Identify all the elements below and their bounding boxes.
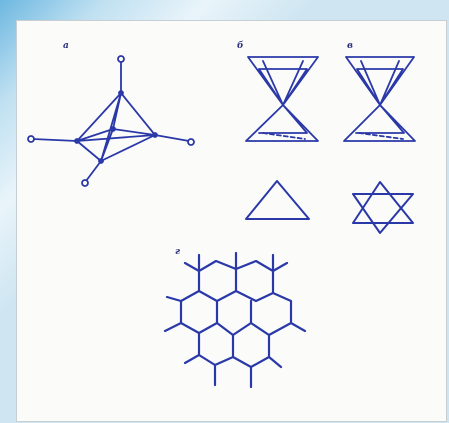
figure-svg: a б в г bbox=[27, 40, 416, 389]
star-projection bbox=[352, 181, 414, 234]
triangle-projection bbox=[245, 180, 310, 220]
hourglass-diagram-b bbox=[245, 56, 319, 142]
panel-label-g: г bbox=[175, 247, 180, 257]
lattice-diagram bbox=[163, 251, 307, 389]
panel-label-v: в bbox=[347, 41, 353, 51]
panel-label-b: б bbox=[237, 40, 244, 51]
tetrahedron-diagram bbox=[27, 55, 195, 187]
hourglass-diagram-v bbox=[343, 56, 416, 142]
panel-label-a: a bbox=[63, 41, 69, 51]
figure-panel: a б в г bbox=[16, 20, 447, 422]
